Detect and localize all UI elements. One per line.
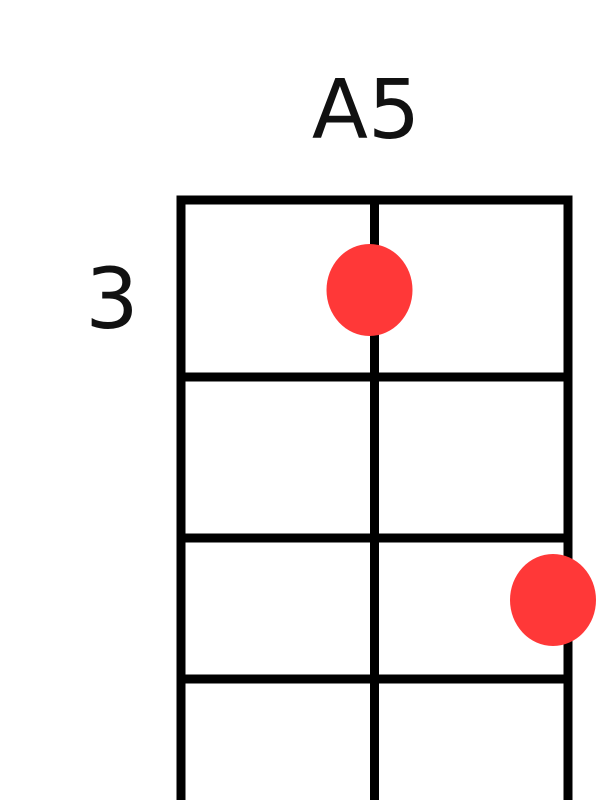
finger-dots — [326, 244, 596, 646]
finger-dot-1 — [326, 244, 413, 336]
chord-name: A5 — [312, 63, 420, 158]
starting-fret-label: 3 — [85, 250, 138, 348]
finger-dot-2 — [510, 554, 596, 646]
